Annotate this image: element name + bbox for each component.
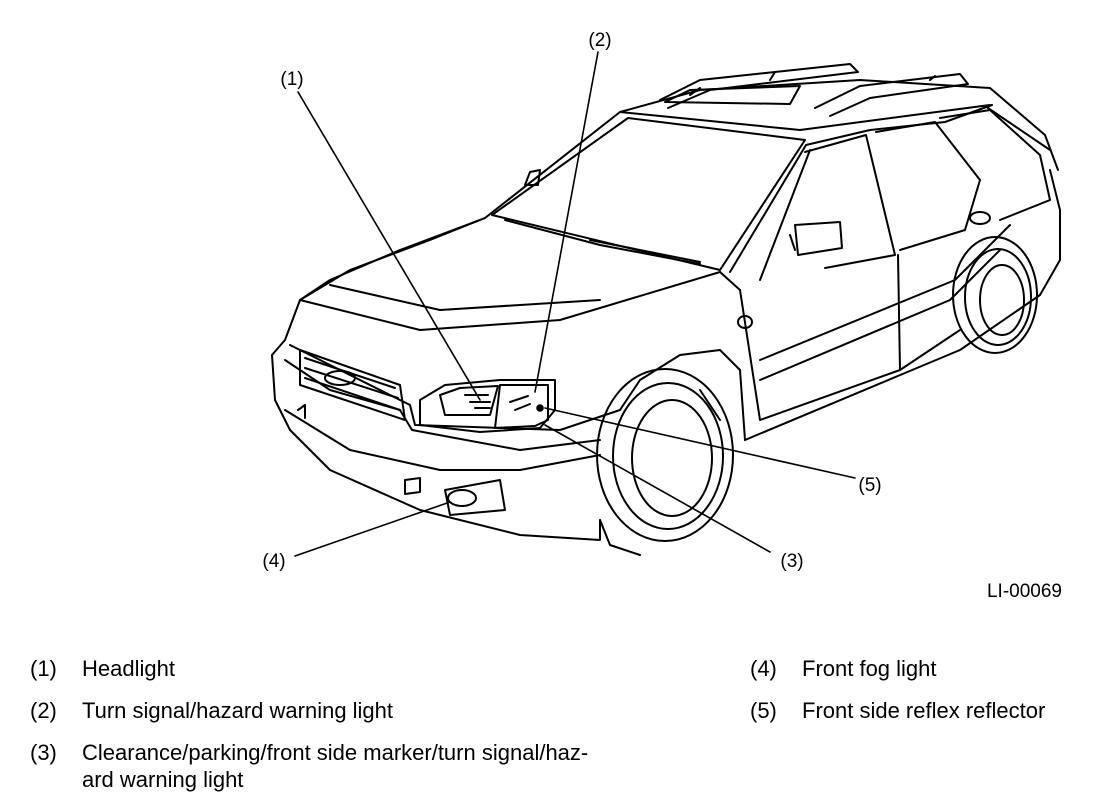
roof-rails <box>659 63 969 117</box>
legend-number: (1) <box>30 656 57 681</box>
headlight-assembly <box>419 379 556 433</box>
legend-item: (3) Clearance/parking/front side marker/… <box>30 739 680 795</box>
legend-label-continued: ard warning light <box>82 767 244 792</box>
legend-label: Front fog light <box>802 656 937 681</box>
car-body <box>271 169 1061 541</box>
figure-id: LI-00069 <box>986 581 1062 602</box>
fog-light <box>447 489 477 507</box>
callout-1: (1) <box>280 69 304 90</box>
legend-label: Headlight <box>82 656 175 681</box>
leader-lines <box>294 51 856 557</box>
rear-wheel <box>952 236 1038 354</box>
callout-5: (5) <box>858 475 882 496</box>
legend-number: (4) <box>750 656 777 681</box>
car-illustration <box>271 51 1061 557</box>
car-roof-and-windows <box>484 79 1059 281</box>
legend-label: Front side reflex reflector <box>802 698 1046 723</box>
front-wheel <box>596 368 734 556</box>
wipers <box>504 219 701 265</box>
legend-number: (5) <box>750 698 777 723</box>
legend-label: Turn signal/hazard warning light <box>82 698 394 723</box>
callout-3: (3) <box>780 551 804 572</box>
legend-number: (3) <box>30 740 57 765</box>
legend-label: Clearance/parking/front side marker/turn… <box>82 740 589 765</box>
callout-2: (2) <box>588 30 612 51</box>
legend-number: (2) <box>30 698 57 723</box>
side-mirror <box>794 221 843 256</box>
callout-4: (4) <box>262 551 286 572</box>
